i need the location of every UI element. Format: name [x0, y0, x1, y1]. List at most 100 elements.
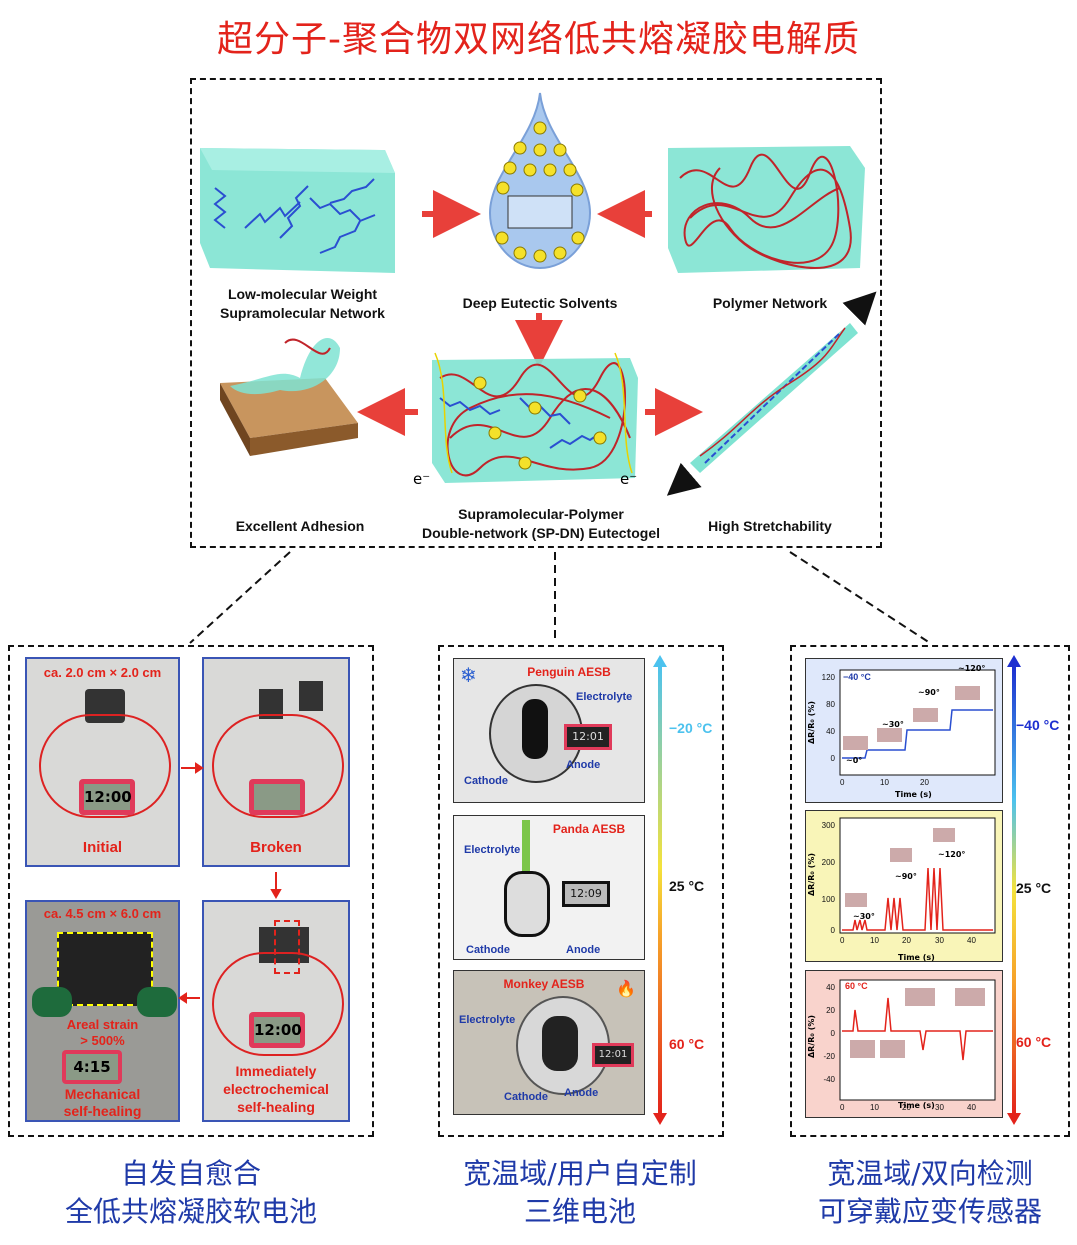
lcd: 12:01 — [564, 724, 612, 750]
svg-text:40: 40 — [826, 983, 835, 992]
svg-text:20: 20 — [902, 1103, 911, 1112]
label-mech-line1: Mechanical — [64, 1086, 141, 1102]
wire — [212, 952, 344, 1056]
svg-text:20: 20 — [826, 1006, 835, 1015]
right-temp-cold: −40 °C — [1016, 717, 1060, 733]
size-label-2: ca. 4.5 cm × 6.0 cm — [43, 906, 162, 921]
svg-text:0: 0 — [831, 1029, 836, 1038]
svg-text:120: 120 — [822, 673, 836, 682]
p1-ylabel: ΔR/R₀ (%) — [807, 700, 817, 745]
lcd-text: 12:00 — [84, 784, 132, 810]
caption-right: 宽温域/双向检测 可穿戴应变传感器 — [785, 1155, 1075, 1231]
panda-title: Panda AESB — [552, 822, 626, 836]
monkey-panel: Monkey AESB 🔥 12:01 Electrolyte Anode Ca… — [453, 970, 645, 1115]
label-areal-line1: Areal strain — [66, 1017, 139, 1032]
label-imm-line3: self-healing — [237, 1099, 315, 1115]
connector-lines — [189, 551, 931, 644]
label-electrolyte: Electrolyte — [459, 1014, 516, 1026]
lcd-text: 12:09 — [565, 884, 607, 904]
fire-icon: 🔥 — [616, 979, 636, 998]
p3-xlabel: Time (s) — [898, 1101, 935, 1110]
svg-text:100: 100 — [822, 895, 836, 904]
label-polymer: Polymer Network — [712, 295, 828, 311]
glove — [137, 987, 177, 1017]
label-mechanical: Mechanical self-healing — [27, 1086, 178, 1120]
top-schematic-art — [200, 92, 877, 496]
sp-dn-gel — [432, 352, 638, 483]
label-low-mol-line2: Supramolecular Network — [220, 305, 385, 321]
right-temperature-bar — [1007, 655, 1021, 1125]
middle-battery-box — [438, 645, 724, 1137]
des-droplet — [488, 92, 592, 270]
label-sp-dn: Supramolecular-Polymer Double-network (S… — [410, 505, 672, 543]
right-temp-hot: 60 °C — [1016, 1034, 1052, 1050]
svg-text:300: 300 — [822, 821, 836, 830]
p2-xlabel: Time (s) — [898, 953, 935, 962]
label-low-mol-line1: Low-molecular Weight — [227, 286, 378, 302]
caption-right-line1: 宽温域/双向检测 — [827, 1157, 1033, 1190]
top-schematic-box — [190, 78, 882, 548]
label-sp-dn-line2: Double-network (SP-DN) Eutectogel — [421, 525, 660, 541]
label-anode: Anode — [566, 759, 601, 771]
p1-a120: ~120° — [958, 664, 986, 673]
label-anode: Anode — [566, 944, 601, 956]
photo-mechanical: ca. 4.5 cm × 6.0 cm Areal strain > 500% … — [25, 900, 180, 1122]
left-flow-arrows — [178, 762, 282, 1004]
penguin-panel: ❄ Penguin AESB 12:01 Electrolyte Anode C… — [453, 658, 645, 803]
figure-title: 超分子-聚合物双网络低共熔凝胶电解质 — [217, 19, 860, 60]
svg-text:0: 0 — [840, 778, 845, 787]
photo-broken: Broken — [202, 657, 350, 867]
svg-text:10: 10 — [870, 1103, 879, 1112]
photo-initial: ca. 2.0 cm × 2.0 cm 12:00 Initial — [25, 657, 180, 867]
caption-left: 自发自愈合 全低共熔凝胶软电池 — [8, 1155, 374, 1231]
broken-cell-2 — [299, 681, 323, 711]
stretch-illustration — [666, 291, 877, 496]
caption-middle: 宽温域/用户自定制 三维电池 — [420, 1155, 740, 1231]
p2-a90: ~90° — [895, 872, 917, 881]
electron-left: e⁻ — [413, 470, 431, 488]
label-areal-line2: > 500% — [80, 1033, 125, 1048]
caption-right-line2: 可穿戴应变传感器 — [817, 1195, 1042, 1228]
svg-text:30: 30 — [935, 1103, 944, 1112]
glove — [32, 987, 72, 1017]
svg-text:40: 40 — [967, 1103, 976, 1112]
label-imm-line2: electrochemical — [223, 1081, 329, 1097]
p3-temp: 60 °C — [845, 981, 868, 991]
caption-mid-line1: 宽温域/用户自定制 — [463, 1157, 697, 1190]
svg-text:10: 10 — [870, 936, 879, 945]
electron-right: e⁻ — [620, 470, 638, 488]
mid-temp-hot: 60 °C — [669, 1036, 705, 1052]
penguin-title: Penguin AESB — [527, 665, 611, 679]
label-des: Deep Eutectic Solvents — [462, 295, 618, 311]
polymer-network-block — [668, 146, 865, 273]
lcd: 12:09 — [562, 881, 610, 907]
svg-text:200: 200 — [822, 858, 836, 867]
right-sensor-box — [790, 645, 1070, 1137]
label-electrolyte: Electrolyte — [576, 691, 633, 703]
snowflake-icon: ❄ — [460, 663, 477, 687]
p1-a30: ~30° — [882, 720, 904, 729]
label-cathode: Cathode — [464, 775, 508, 787]
p1-xlabel: Time (s) — [895, 790, 932, 799]
lcd-text: 12:01 — [567, 727, 609, 747]
label-immediately: Immediately electrochemical self-healing — [204, 1062, 348, 1116]
caption-mid-line2: 三维电池 — [523, 1195, 636, 1228]
label-broken: Broken — [250, 839, 302, 856]
wire — [39, 714, 171, 818]
penguin-figure — [522, 699, 548, 759]
panda-panel: Panda AESB 12:09 Electrolyte Anode Catho… — [453, 815, 645, 960]
label-mech-line2: self-healing — [63, 1103, 142, 1119]
label-initial: Initial — [82, 839, 123, 856]
lcd-display-blank — [249, 779, 305, 815]
svg-text:80: 80 — [826, 700, 835, 709]
svg-text:-20: -20 — [823, 1052, 835, 1061]
left-battery-box — [8, 645, 374, 1137]
p3-ylabel: ΔR/R₀ (%) — [807, 1014, 817, 1059]
adhesion-illustration — [220, 338, 358, 456]
label-cathode: Cathode — [504, 1091, 548, 1103]
lcd-text: 12:01 — [595, 1046, 631, 1064]
mid-temp-room: 25 °C — [669, 878, 705, 894]
lcd-blank — [254, 784, 300, 810]
svg-text:0: 0 — [831, 926, 836, 935]
